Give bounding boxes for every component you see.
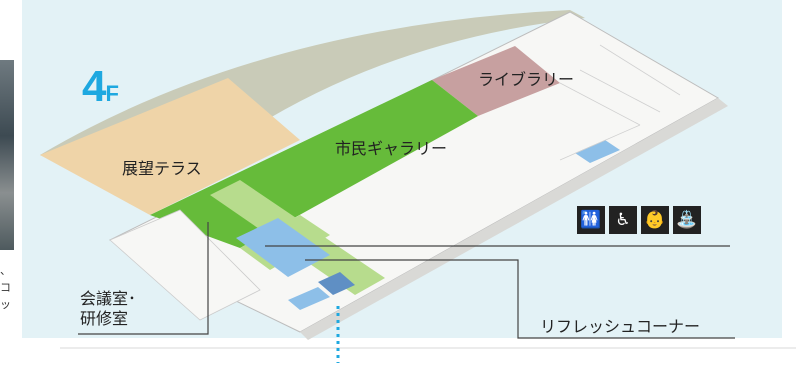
meeting-room-area bbox=[109, 209, 261, 321]
photo-thumbnail bbox=[0, 60, 14, 250]
partition-lines bbox=[559, 44, 681, 161]
side-text-line: ッ bbox=[0, 298, 11, 311]
ostomate-icon: ⛲ bbox=[673, 206, 701, 234]
refresh-area-small bbox=[318, 272, 355, 295]
terrace-area bbox=[40, 78, 300, 215]
refresh-corner-label: リフレッシュコーナー bbox=[540, 317, 701, 336]
refresh-area-lower bbox=[288, 287, 330, 310]
accessible-icon: ♿ bbox=[609, 206, 637, 234]
baby-care-icon: 👶 bbox=[641, 206, 669, 234]
meeting-room-label: 会議室･ 研修室 bbox=[80, 289, 136, 329]
floor-number-digit: 4 bbox=[82, 62, 107, 111]
meeting-room-label-line-1: 会議室･ bbox=[80, 289, 137, 308]
window-area bbox=[575, 140, 620, 163]
library-area bbox=[432, 46, 560, 116]
floor-plate-edge bbox=[300, 98, 728, 340]
floor-number-suffix: F bbox=[105, 81, 118, 106]
meeting-leader-line bbox=[78, 222, 209, 335]
terrace-label: 展望テラス bbox=[122, 159, 202, 178]
gallery-label: 市民ギャラリー bbox=[335, 139, 448, 158]
restroom-icon: 🚻 bbox=[577, 206, 605, 234]
library-label: ライブラリー bbox=[478, 70, 575, 89]
meeting-room-label-line-2: 研修室 bbox=[80, 309, 129, 328]
refresh-area bbox=[236, 218, 330, 277]
side-text: 、 コ ッ bbox=[0, 262, 16, 313]
side-text-line: 、 bbox=[0, 264, 11, 277]
facility-icons: 🚻 ♿ 👶 ⛲ bbox=[577, 206, 701, 234]
side-text-line: コ bbox=[0, 281, 11, 294]
refresh-leader-line-2 bbox=[305, 259, 735, 339]
floor-number: 4F bbox=[82, 62, 119, 112]
